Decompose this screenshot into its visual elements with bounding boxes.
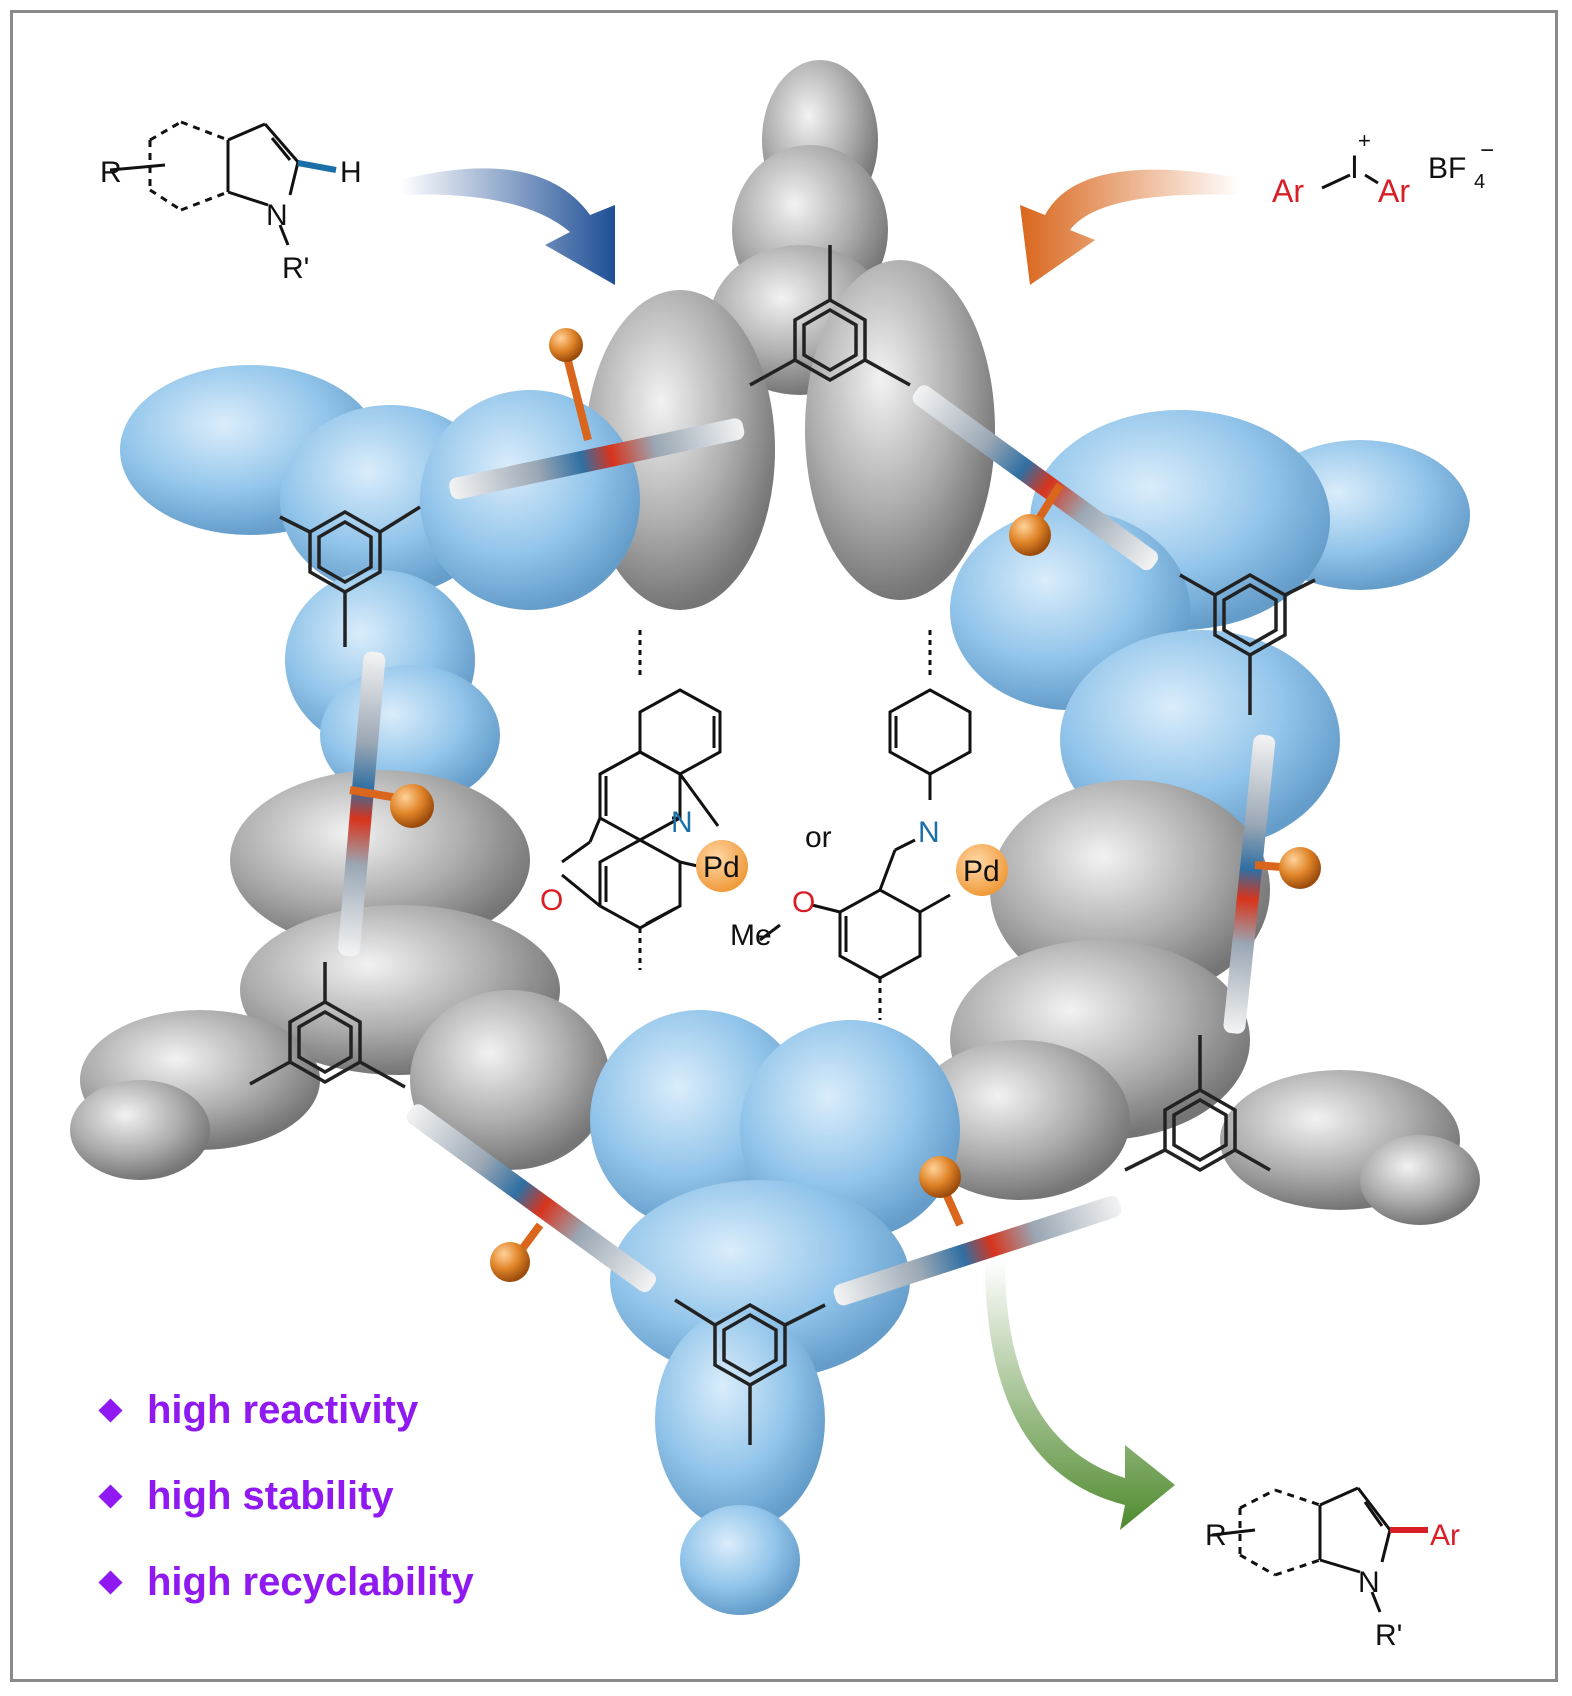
node-ring-left-lower — [249, 962, 406, 1089]
node-rings — [249, 245, 1316, 1445]
cof-lobe-upper-right — [950, 410, 1470, 850]
reagent-counterion-sub: 4 — [1474, 171, 1485, 193]
catalyst-right-n-label: N — [918, 816, 940, 849]
cof-lobe-top — [585, 60, 995, 610]
arrow-green — [985, 1260, 1175, 1530]
node-ring-right-upper — [1179, 572, 1316, 715]
product-r-prime-label: R' — [1375, 1619, 1402, 1652]
product-n-label: N — [1358, 1566, 1380, 1599]
pd-site — [919, 1156, 964, 1227]
catalyst-left-pd-label: Pd — [703, 851, 740, 884]
catalyst-left-n-label: N — [671, 806, 693, 839]
catalyst-right-me-label: Me — [730, 919, 772, 952]
arrow-orange — [1020, 169, 1240, 285]
product-r-label: R — [1205, 1519, 1227, 1552]
cof-linker-rods — [338, 385, 1276, 1306]
diamond-bullet-icon — [98, 1570, 123, 1595]
catalyst-separator: or — [805, 821, 832, 854]
reagent-ar-right: Ar — [1378, 173, 1410, 209]
reactant-n-label: N — [266, 199, 288, 232]
feature-text: high recyclability — [147, 1560, 474, 1604]
cof-lobe-right — [910, 780, 1480, 1225]
pd-site — [549, 328, 592, 441]
reactant-indole: R H N R' — [100, 120, 362, 285]
reagent-iodine: I — [1350, 149, 1359, 185]
catalyst-right-pd-label: Pd — [963, 855, 1000, 888]
cof-lobe-upper-left — [120, 365, 640, 805]
arrow-blue — [400, 168, 615, 285]
reagent-counterion-charge: − — [1480, 137, 1494, 164]
product-indole: R Ar N R' — [1205, 1486, 1460, 1652]
product-ar-label: Ar — [1430, 1519, 1460, 1552]
reactant-r-label: R — [100, 156, 122, 189]
node-ring-bottom — [674, 1298, 826, 1445]
pd-site — [490, 1222, 544, 1282]
cof-framework — [70, 60, 1480, 1615]
pd-site — [349, 784, 434, 828]
pd-site — [1254, 847, 1321, 889]
catalyst-left: Pd N O — [540, 630, 748, 970]
pd-site — [1009, 482, 1064, 556]
diamond-bullet-icon — [98, 1484, 123, 1509]
reactant-r-prime-label: R' — [282, 252, 309, 285]
ch-bond-highlight — [297, 160, 337, 173]
catalyst-right: Pd N O Me — [730, 630, 1008, 1020]
feature-item: high recyclability — [96, 1560, 474, 1605]
reactant-h-label: H — [340, 156, 362, 189]
catalyst-left-o-label: O — [540, 884, 563, 917]
feature-item: high stability — [96, 1474, 394, 1519]
cof-lobe-left — [70, 770, 610, 1180]
feature-text: high stability — [147, 1474, 394, 1518]
node-ring-left-upper — [279, 505, 421, 647]
reagent-counterion: BF — [1428, 152, 1466, 185]
feature-text: high reactivity — [147, 1388, 419, 1432]
catalyst-right-o-label: O — [792, 886, 815, 919]
node-ring-top — [749, 245, 911, 387]
reagent-ar-left: Ar — [1272, 173, 1304, 209]
pd-sites — [349, 328, 1321, 1282]
reagent-iodonium: Ar I + Ar BF 4 − — [1272, 128, 1494, 209]
cof-lobe-bottom — [590, 1010, 960, 1615]
diamond-bullet-icon — [98, 1398, 123, 1423]
feature-item: high reactivity — [96, 1388, 418, 1433]
node-ring-right-lower — [1124, 1035, 1271, 1173]
reagent-plus: + — [1358, 128, 1371, 153]
